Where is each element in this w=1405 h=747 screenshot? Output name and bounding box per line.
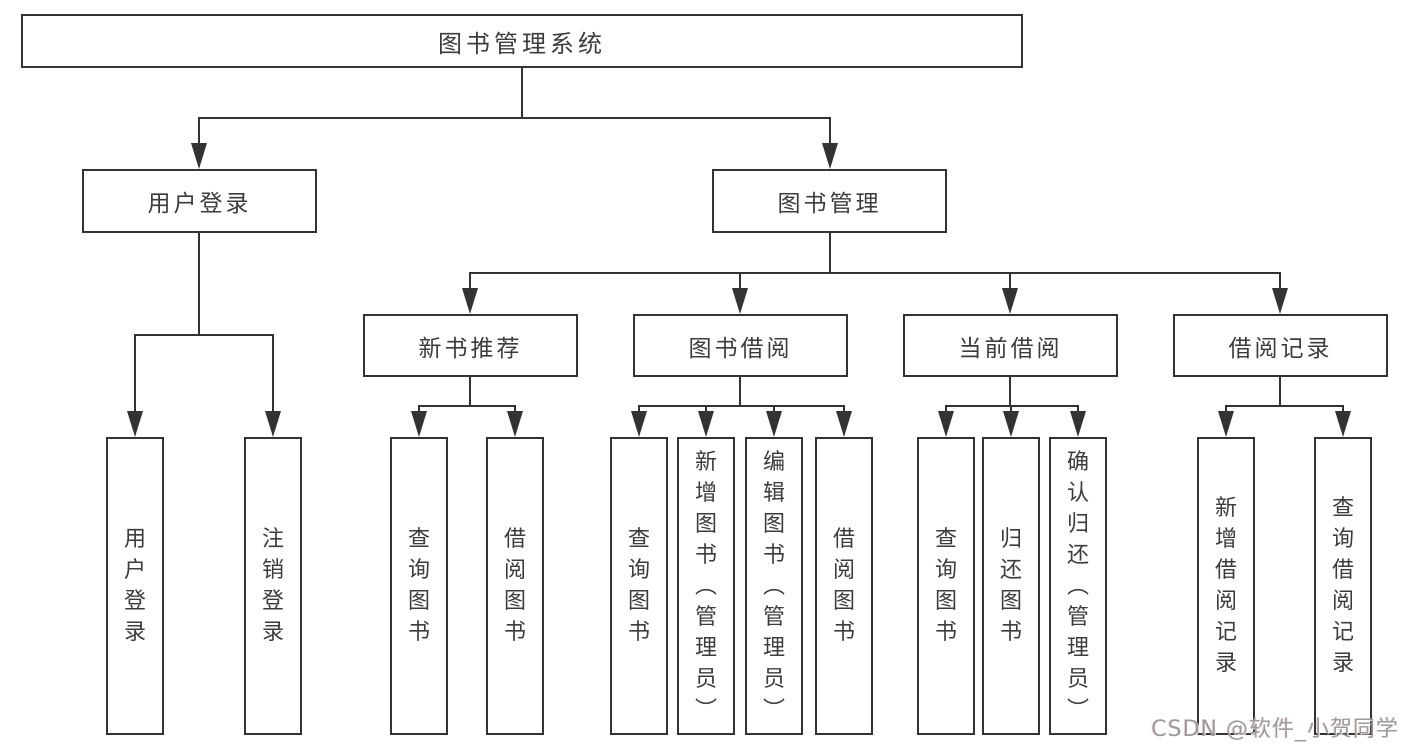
connector-drop-user-login — [198, 118, 200, 145]
connector-new-book-rec-rail — [418, 405, 516, 407]
connector-user-login-stem — [198, 233, 200, 335]
arrowhead-query-books-rec — [411, 411, 427, 437]
arrowhead-confirm-return — [1070, 411, 1086, 437]
connector-drop-confirm-return — [1077, 406, 1079, 413]
arrowhead-add-record — [1218, 411, 1234, 437]
connector-drop-add-record — [1225, 406, 1227, 413]
connector-drop-borrow-books-rec — [514, 406, 516, 413]
connector-current-borrow-rail — [945, 405, 1079, 407]
arrowhead-add-book — [698, 411, 714, 437]
leaf-query-borrow-record: 查询借阅记录 — [1314, 437, 1372, 735]
connector-drop-return-book — [1010, 406, 1012, 413]
arrowhead-borrow-books-rec — [507, 411, 523, 437]
arrowhead-leaf-logout — [265, 411, 281, 437]
connector-level2-rail — [198, 117, 831, 119]
arrowhead-book-borrow — [732, 288, 748, 314]
connector-borrow-records-rail — [1225, 405, 1344, 407]
connector-drop-new-book-rec — [469, 273, 471, 289]
connector-level3-rail — [469, 272, 1281, 274]
arrowhead-query-books-bb — [631, 411, 647, 437]
connector-book-borrow-stem — [739, 377, 741, 406]
connector-root-stem — [521, 68, 523, 118]
connector-drop-book-borrow — [739, 273, 741, 289]
node-user-login: 用户登录 — [82, 169, 317, 233]
arrowhead-new-book-rec — [462, 288, 478, 314]
leaf-return-book: 归还图书 — [982, 437, 1040, 735]
arrowhead-user-login — [191, 143, 207, 169]
connector-drop-leaf-login — [134, 335, 136, 413]
node-root: 图书管理系统 — [21, 14, 1023, 68]
connector-current-borrow-stem — [1009, 377, 1011, 406]
connector-drop-borrow-books-bb — [843, 406, 845, 413]
connector-drop-query-books-cb — [945, 406, 947, 413]
leaf-borrow-books: 借阅图书 — [815, 437, 873, 735]
connector-drop-add-book — [705, 406, 707, 413]
leaf-query-books-current: 查询图书 — [917, 437, 975, 735]
arrowhead-edit-book — [766, 411, 782, 437]
connector-drop-query-books-bb — [638, 406, 640, 413]
leaf-edit-book-admin: 编辑图书︵管理员︶ — [745, 437, 803, 735]
node-book-management: 图书管理 — [712, 169, 947, 233]
connector-book-borrow-rail — [638, 405, 845, 407]
arrowhead-book-mgmt — [822, 143, 838, 169]
leaf-add-borrow-record: 新增借阅记录 — [1197, 437, 1255, 735]
csdn-watermark: CSDN @软件_小贺同学 — [1151, 717, 1399, 742]
arrowhead-borrow-records — [1272, 288, 1288, 314]
connector-drop-query-record — [1342, 406, 1344, 413]
leaf-query-books-recommend: 查询图书 — [390, 437, 448, 735]
leaf-add-book-admin: 新增图书︵管理员︶ — [677, 437, 735, 735]
connector-borrow-records-stem — [1279, 377, 1281, 406]
connector-new-book-rec-stem — [469, 377, 471, 406]
node-book-borrow: 图书借阅 — [633, 314, 848, 377]
arrowhead-return-book — [1003, 411, 1019, 437]
arrowhead-borrow-books-bb — [836, 411, 852, 437]
arrowhead-current-borrow — [1002, 288, 1018, 314]
connector-drop-current-borrow — [1009, 273, 1011, 289]
node-current-borrow: 当前借阅 — [903, 314, 1118, 377]
arrowhead-query-record — [1335, 411, 1351, 437]
leaf-confirm-return-admin: 确认归还︵管理员︶ — [1049, 437, 1107, 735]
node-new-book-recommend: 新书推荐 — [363, 314, 578, 377]
connector-drop-book-mgmt — [829, 118, 831, 145]
leaf-logout: 注销登录 — [244, 437, 302, 735]
arrowhead-query-books-cb — [938, 411, 954, 437]
arrowhead-leaf-login — [127, 411, 143, 437]
leaf-user-login: 用户登录 — [106, 437, 164, 735]
connector-drop-borrow-records — [1279, 273, 1281, 289]
leaf-query-books-borrow: 查询图书 — [610, 437, 668, 735]
connector-book-mgmt-stem — [829, 233, 831, 273]
connector-drop-edit-book — [773, 406, 775, 413]
node-borrow-records: 借阅记录 — [1173, 314, 1388, 377]
connector-user-login-rail — [134, 334, 274, 336]
connector-drop-query-books-rec — [418, 406, 420, 413]
leaf-borrow-books-recommend: 借阅图书 — [486, 437, 544, 735]
connector-drop-leaf-logout — [272, 335, 274, 413]
